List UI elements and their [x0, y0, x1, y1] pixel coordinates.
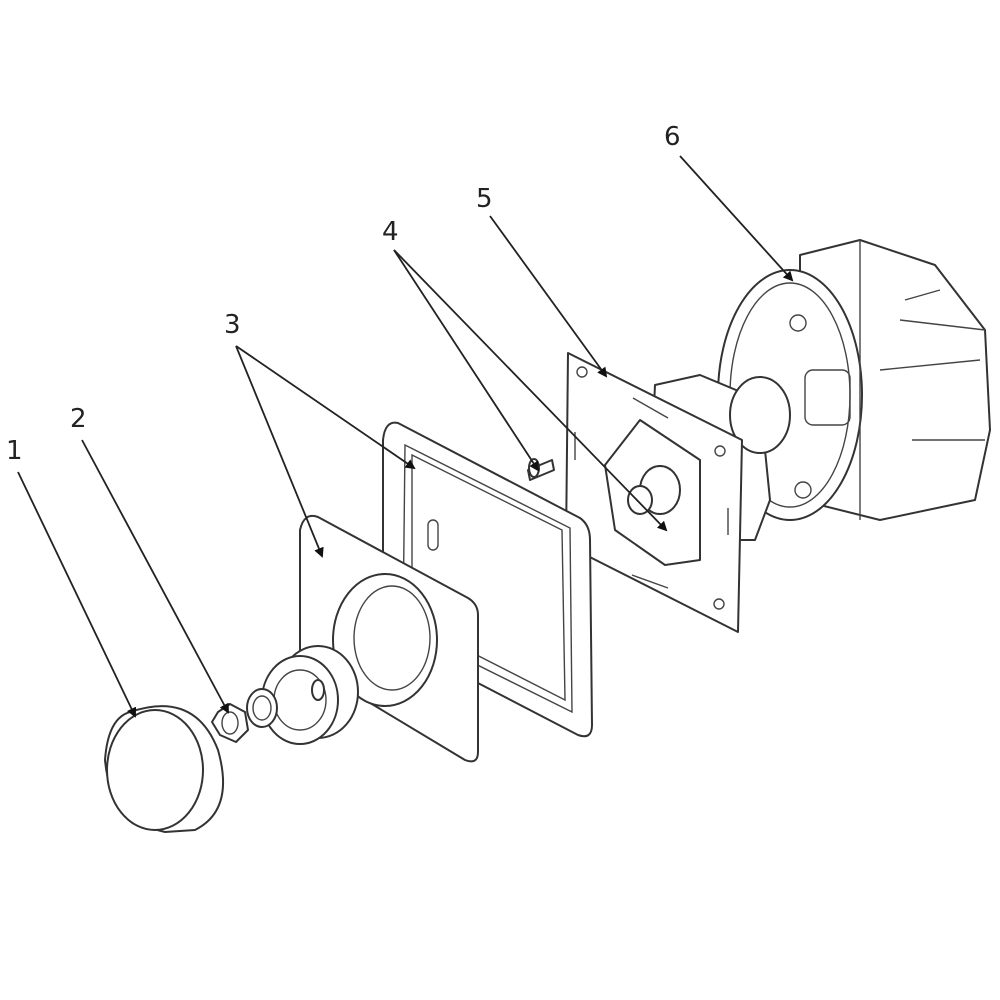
label-2: 2 — [70, 404, 87, 434]
leader-lines — [17, 155, 794, 718]
leader-3a — [235, 345, 416, 470]
label-3: 3 — [224, 310, 241, 340]
label-1: 1 — [6, 436, 23, 466]
cover-plate — [299, 514, 479, 763]
knob — [104, 705, 225, 833]
leader-1 — [17, 471, 137, 718]
leader-4b — [393, 249, 668, 532]
label-4: 4 — [382, 217, 399, 247]
leader-4a — [393, 249, 540, 472]
nut — [211, 703, 249, 743]
leader-2 — [81, 439, 229, 714]
mechanism-plate — [565, 352, 791, 633]
leader-6 — [679, 155, 794, 282]
washer — [246, 688, 278, 728]
label-6: 6 — [664, 122, 681, 152]
leader-5 — [489, 215, 608, 378]
knob-collar — [261, 645, 359, 745]
label-5: 5 — [476, 184, 493, 214]
leader-3b — [235, 345, 324, 558]
